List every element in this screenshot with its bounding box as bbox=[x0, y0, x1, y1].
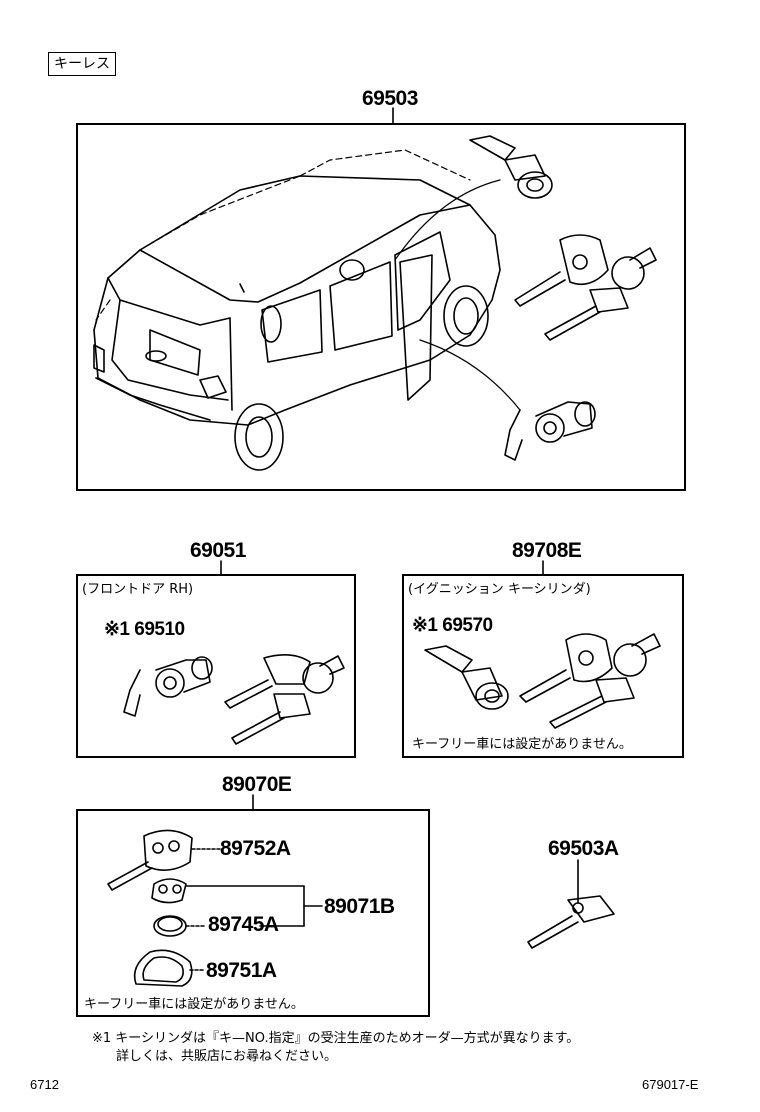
part-number-69503A[interactable]: 69503A bbox=[548, 837, 619, 860]
part-number-69051[interactable]: 69051 bbox=[190, 539, 246, 562]
ignition-note: キーフリー車には設定がありません。 bbox=[412, 737, 632, 752]
front-door-caption: (フロントドア RH) bbox=[82, 582, 194, 597]
keys-main bbox=[514, 234, 657, 341]
door-cylinder-main bbox=[504, 401, 596, 461]
keyless-remote-parts bbox=[107, 829, 323, 987]
part-number-69570[interactable]: ※1 69570 bbox=[412, 615, 493, 636]
vehicle-lock-set-box bbox=[76, 123, 686, 491]
ignition-cylinder-top bbox=[469, 135, 553, 199]
footnote-line-1: ※1 キーシリンダは『キ—NO.指定』の受注生産のためオーダ—方式が異なります。 bbox=[92, 1031, 580, 1046]
part-number-89752A[interactable]: 89752A bbox=[220, 837, 291, 860]
ignition-cylinder-box bbox=[402, 574, 684, 758]
front-door-cylinder-box bbox=[76, 574, 356, 758]
part-number-89070E[interactable]: 89070E bbox=[222, 773, 292, 796]
footer-figure-code: 679017-E bbox=[642, 1077, 699, 1092]
callout-lines bbox=[95, 149, 471, 321]
part-number-89745A[interactable]: 89745A bbox=[208, 913, 279, 936]
part-number-89708E[interactable]: 89708E bbox=[512, 539, 582, 562]
keyless-tag: キーレス bbox=[48, 52, 116, 76]
ignition-cylinder-parts bbox=[424, 633, 661, 729]
footnote-line-2: 詳しくは、共販店にお尋ねください。 bbox=[116, 1049, 338, 1064]
keyless-remote-box bbox=[76, 809, 430, 1017]
part-number-69503[interactable]: 69503 bbox=[362, 87, 418, 110]
part-number-69510[interactable]: ※1 69510 bbox=[104, 619, 185, 640]
front-door-cylinder-parts bbox=[123, 654, 345, 745]
footer-page-code: 6712 bbox=[30, 1077, 59, 1092]
part-number-89071B[interactable]: 89071B bbox=[324, 895, 395, 918]
blank-key-part bbox=[527, 859, 615, 949]
car-illustration bbox=[93, 175, 501, 471]
keyless-note: キーフリー車には設定がありません。 bbox=[84, 997, 304, 1012]
part-number-89751A[interactable]: 89751A bbox=[206, 959, 277, 982]
ignition-caption: (イグニッション キーシリンダ) bbox=[408, 582, 591, 597]
